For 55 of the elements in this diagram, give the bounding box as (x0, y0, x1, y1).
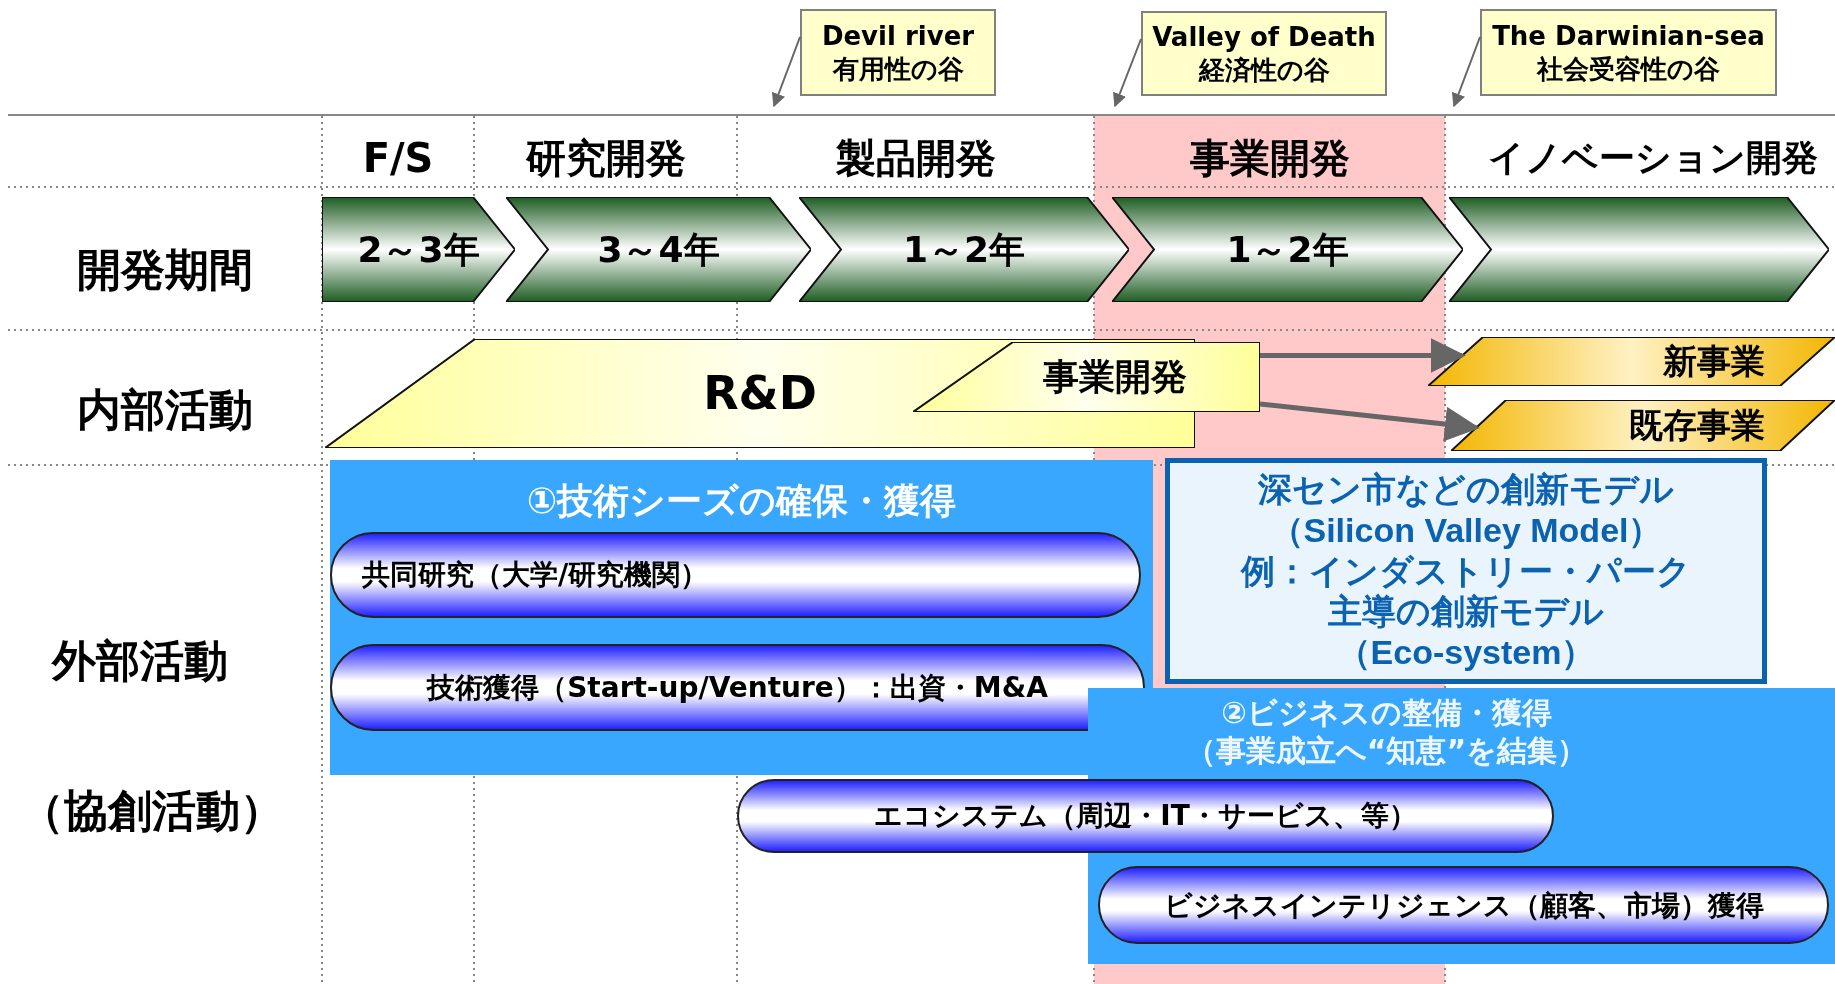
duration-label: 2～3年 (357, 227, 480, 272)
rounded-bar (330, 532, 1141, 618)
phase-block (506, 197, 811, 302)
rounded-bar (330, 644, 1145, 731)
duration-label: 1～2年 (1226, 227, 1349, 272)
band-label: 既存事業 (1629, 404, 1765, 447)
panel-heading: ②ビジネスの整備・獲得 (1221, 694, 1552, 732)
parallelogram-band (1451, 400, 1835, 451)
arrow (1113, 38, 1142, 108)
callout-text: Valley of Death (1152, 21, 1376, 54)
phase-block (799, 197, 1129, 302)
column-header: F/S (361, 134, 435, 183)
bar-label: ビジネスインテリジェンス（顧客、市場）獲得 (1163, 887, 1764, 923)
band-label: 新事業 (1663, 340, 1765, 383)
callout-text: 有用性の谷 (832, 52, 964, 85)
arrow (1260, 338, 1466, 373)
overlay-text: （Eco-system） (1336, 632, 1596, 673)
row-header: 外部活動 (50, 634, 229, 688)
callout-box (1141, 11, 1387, 96)
overlay-text: 深セン市などの創新モデル (1258, 469, 1674, 510)
arrow (771, 36, 801, 108)
panel-heading: （事業成立へ“知恵”を結集） (1185, 731, 1588, 769)
callout-box (800, 9, 996, 96)
duration-label: 3～4年 (597, 227, 720, 272)
column-header: 製品開発 (834, 134, 997, 183)
callout-box (1480, 9, 1777, 96)
phase-block (1449, 197, 1829, 302)
phase-block (322, 197, 515, 302)
highlight-frame (1165, 458, 1767, 684)
overlay-text: 例：インダストリー・パーク主導の創新モデル (1239, 550, 1692, 633)
parallelogram-band (1428, 337, 1835, 386)
band-label: R&D (703, 365, 817, 422)
row-header: 内部活動 (76, 383, 254, 437)
bar-label: エコシステム（周辺・IT・サービス、等） (874, 798, 1417, 834)
column-header: イノベーション開発 (1487, 136, 1819, 180)
column-header: 研究開発 (524, 134, 687, 183)
panel-heading: ①技術シーズの確保・獲得 (526, 479, 957, 523)
row-header: （協創活動） (20, 784, 270, 838)
parallelogram-band (913, 342, 1260, 412)
callout-text: The Darwinian-sea (1492, 20, 1765, 53)
callout-text: Devil river (821, 20, 975, 53)
bar-label: 共同研究（大学/研究機関） (362, 557, 709, 593)
callout-text: 経済性の谷 (1198, 53, 1330, 86)
band-label: 事業開発 (1043, 355, 1187, 399)
group-panel (330, 460, 1153, 775)
rounded-bar (737, 779, 1554, 853)
duration-label: 1～2年 (902, 227, 1026, 272)
bar-label: 技術獲得（Start-up/Venture）：出資・M&A (427, 669, 1048, 706)
callout-text: 社会受容性の谷 (1537, 52, 1720, 85)
arrow (1259, 401, 1480, 442)
row-header: 開発期間 (76, 243, 254, 297)
arrow (1451, 36, 1481, 108)
phase-block (1112, 197, 1463, 302)
overlay-text: （Silicon Valley Model） (1269, 509, 1663, 551)
column-header: 事業開発 (1188, 134, 1351, 183)
